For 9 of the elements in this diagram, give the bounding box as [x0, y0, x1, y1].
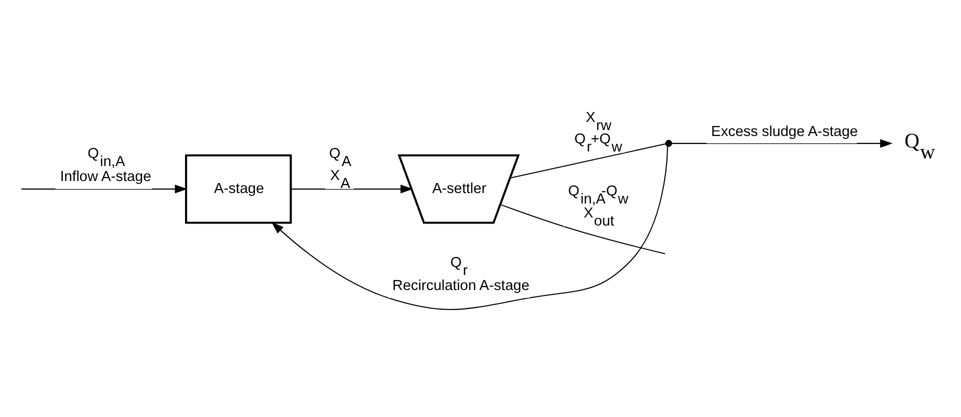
- node-point: [665, 140, 672, 147]
- edge-label: Excess sludge A-stage: [711, 124, 858, 140]
- connector: [510, 143, 666, 179]
- arrow: [21, 184, 188, 194]
- arrow: [290, 184, 413, 194]
- node-box: A-stage: [185, 154, 292, 224]
- arrow: [672, 139, 893, 148]
- connector: [500, 204, 666, 254]
- arrow: [271, 146, 668, 310]
